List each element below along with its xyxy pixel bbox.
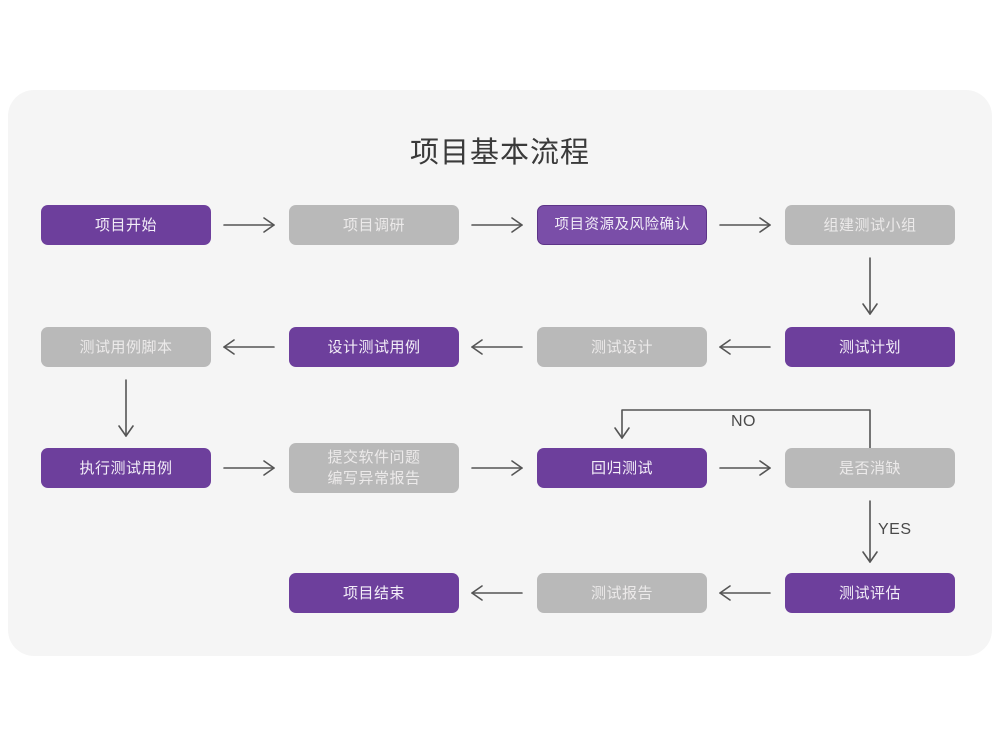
- node-design-test-case[interactable]: 设计测试用例: [289, 327, 459, 367]
- page-title: 项目基本流程: [409, 137, 590, 169]
- node-resource-risk-confirm[interactable]: 项目资源及风险确认: [537, 205, 707, 245]
- node-regression-test[interactable]: 回归测试: [537, 448, 707, 488]
- node-project-research[interactable]: 项目调研: [289, 205, 459, 245]
- node-test-evaluation[interactable]: 测试评估: [785, 573, 955, 613]
- edge-label-no: NO: [731, 413, 756, 430]
- node-test-case-script[interactable]: 测试用例脚本: [41, 327, 211, 367]
- node-project-start[interactable]: 项目开始: [41, 205, 211, 245]
- node-test-plan[interactable]: 测试计划: [785, 327, 955, 367]
- node-test-design[interactable]: 测试设计: [537, 327, 707, 367]
- edge-label-yes: YES: [878, 521, 912, 538]
- node-test-report[interactable]: 测试报告: [537, 573, 707, 613]
- node-project-end[interactable]: 项目结束: [289, 573, 459, 613]
- node-defect-resolved-decision[interactable]: 是否消缺: [785, 448, 955, 488]
- node-submit-issue-report[interactable]: 提交软件问题 编写异常报告: [289, 443, 459, 493]
- node-build-test-team[interactable]: 组建测试小组: [785, 205, 955, 245]
- diagram-card: [8, 90, 992, 656]
- node-execute-test-case[interactable]: 执行测试用例: [41, 448, 211, 488]
